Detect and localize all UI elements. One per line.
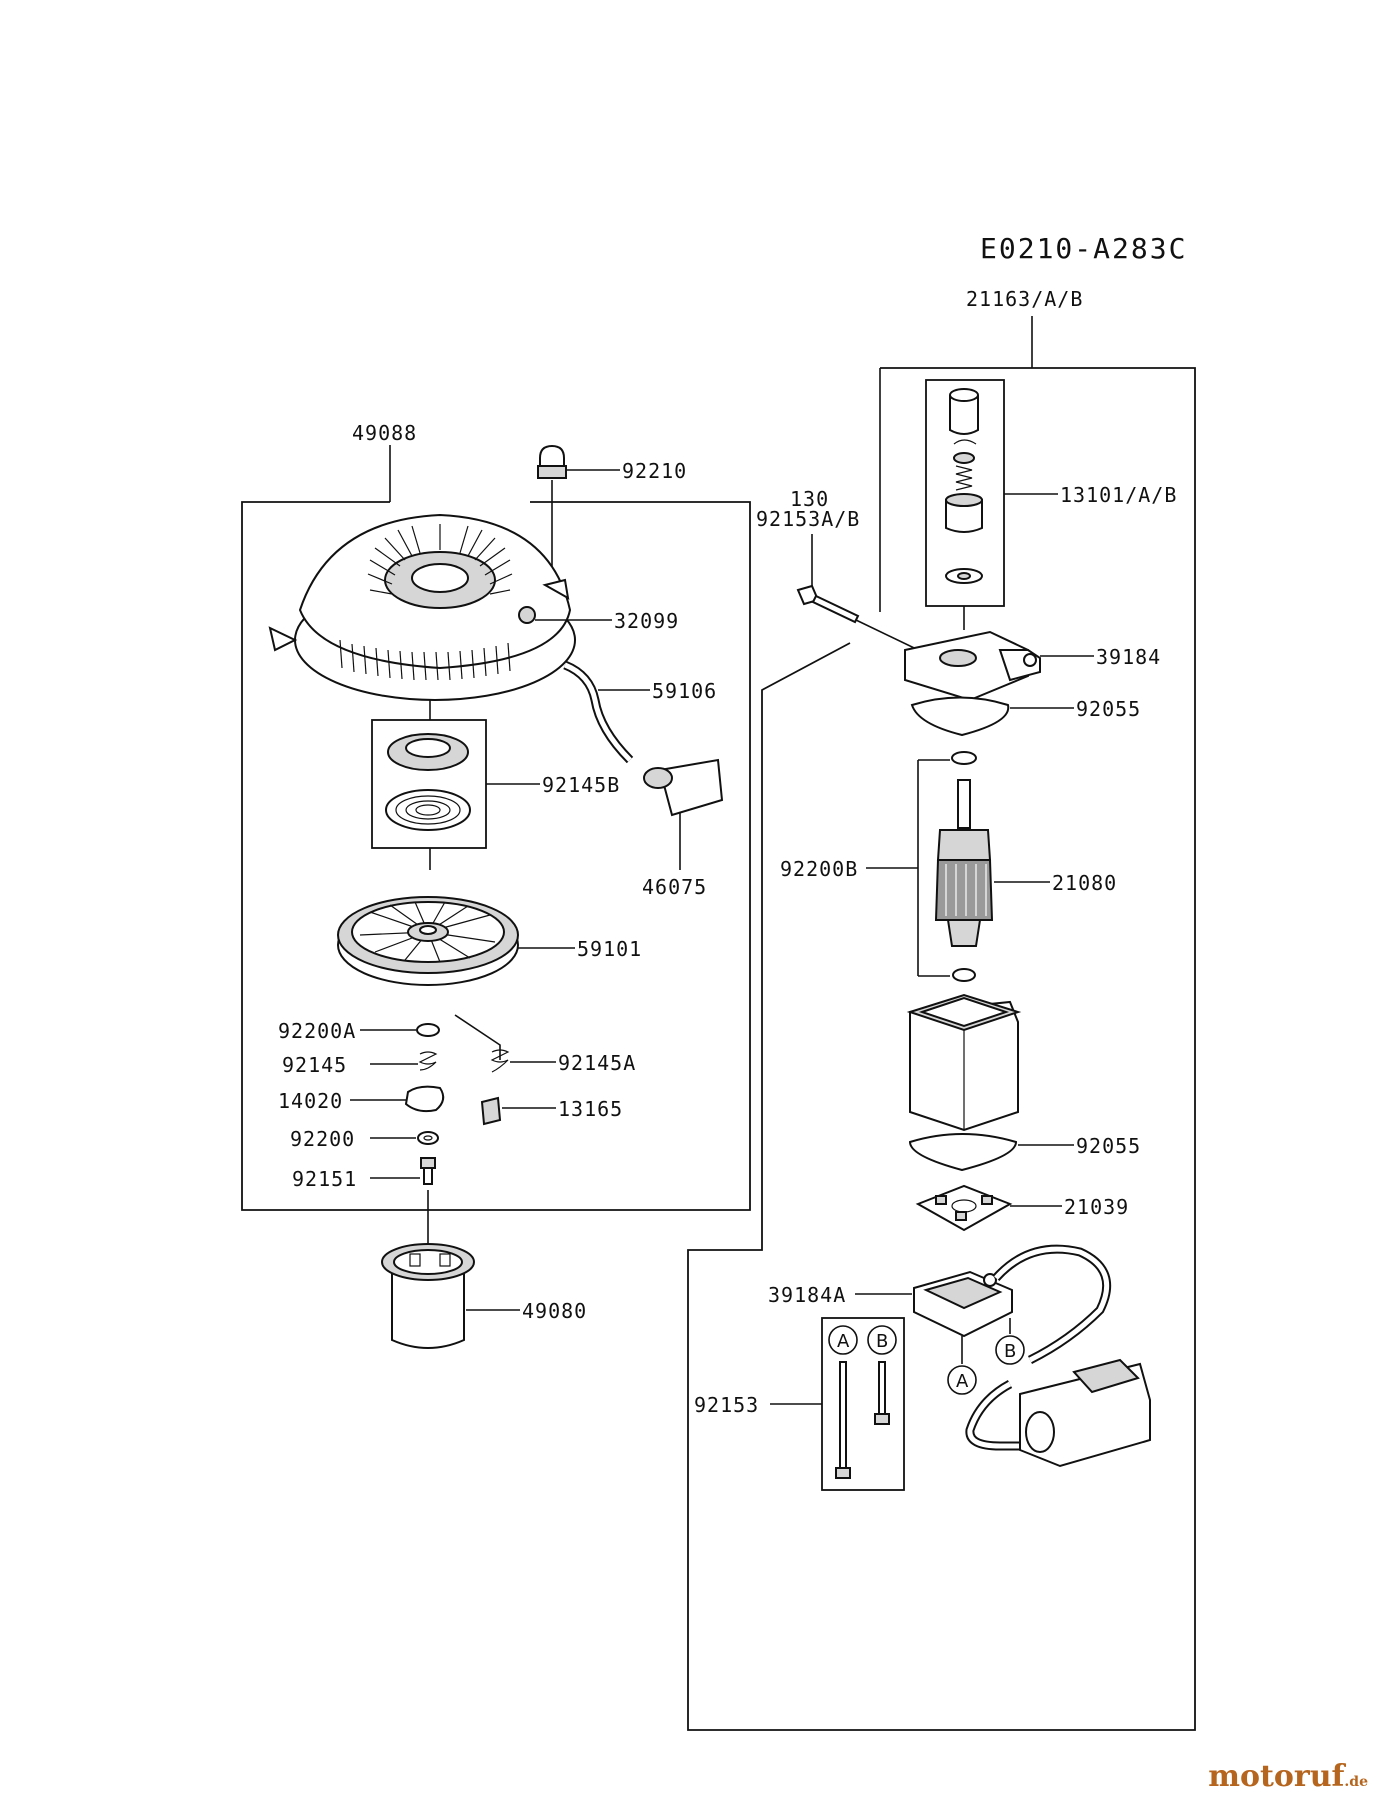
label-13165: 13165 (558, 1097, 623, 1121)
starter-cup-part (381, 1243, 475, 1349)
bolt-92151-part (420, 1157, 436, 1185)
washer-92200A-part (416, 1023, 440, 1037)
label-39184: 39184 (1096, 645, 1161, 669)
label-32099: 32099 (614, 609, 679, 633)
label-59106: 59106 (652, 679, 717, 703)
label-39184A: 39184A (768, 1283, 846, 1307)
yoke-housing-part (906, 993, 1022, 1132)
label-21039: 21039 (1064, 1195, 1129, 1219)
armature-part (934, 779, 994, 947)
label-92200A: 92200A (278, 1019, 356, 1043)
cap-nut-part (537, 444, 567, 479)
label-49088: 49088 (352, 421, 417, 445)
recoil-starter-group: 49088 92210 (241, 421, 751, 1349)
label-13101: 13101/A/B (1060, 483, 1177, 507)
label-92055-top: 92055 (1076, 697, 1141, 721)
electric-starter-group: 21163/A/B 130 92153A/B 13101/A/B (687, 287, 1196, 1731)
bolt-b-marker (867, 1325, 897, 1355)
label-92210: 92210 (622, 459, 687, 483)
pinion-assembly-part (945, 388, 983, 584)
starter-handle-part (643, 758, 724, 817)
gasket-top-part (910, 696, 1010, 737)
label-92145: 92145 (282, 1053, 347, 1077)
pulley-part (337, 896, 519, 986)
group-box-21163 (687, 367, 1196, 1731)
washer-92200-part (417, 1131, 439, 1145)
label-92200B: 92200B (780, 857, 858, 881)
label-92153: 92153 (694, 1393, 759, 1417)
brand-watermark: motoruf.de (1208, 1759, 1368, 1794)
spring-92145A-part (490, 1049, 510, 1073)
bolt-a-marker (828, 1325, 858, 1355)
bolt-a-letter: A (837, 1331, 850, 1352)
watermark-domain: .de (1344, 1774, 1368, 1790)
guide-13165-part (480, 1096, 502, 1126)
label-21080: 21080 (1052, 871, 1117, 895)
long-bolt-part (835, 1361, 851, 1479)
connector-b-marker (995, 1335, 1025, 1365)
spring-92145-part (418, 1051, 438, 1071)
rear-cover-part (913, 1270, 1013, 1338)
ratchet-14020-part (404, 1085, 445, 1113)
label-46075: 46075 (642, 875, 707, 899)
end-cover-part (904, 630, 1041, 702)
washer-armature-bottom-part (952, 968, 976, 982)
through-bolt-part (796, 584, 860, 624)
label-92145B: 92145B (542, 773, 620, 797)
label-59101: 59101 (577, 937, 642, 961)
starter-housing-part (268, 513, 576, 701)
label-130: 130 (790, 487, 829, 511)
brush-plate-part (915, 1184, 1013, 1232)
short-bolt-part (874, 1361, 890, 1425)
connector-a-marker (947, 1365, 977, 1395)
switch-box-part (1019, 1358, 1151, 1468)
diagram-code: E0210-A283C (980, 232, 1187, 265)
connector-a-letter: A (956, 1371, 969, 1392)
watermark-brand: motoruf (1208, 1759, 1345, 1794)
label-92153AB: 92153A/B (756, 507, 860, 531)
bolt-b-letter: B (876, 1331, 888, 1352)
group-box-49088 (241, 501, 751, 1211)
label-92200: 92200 (290, 1127, 355, 1151)
label-21163: 21163/A/B (966, 287, 1083, 311)
label-14020: 14020 (278, 1089, 343, 1113)
label-49080: 49080 (522, 1299, 587, 1323)
connector-b-letter: B (1004, 1341, 1016, 1362)
label-92145A: 92145A (558, 1051, 636, 1075)
label-92151: 92151 (292, 1167, 357, 1191)
washer-armature-top-part (951, 751, 977, 765)
spiral-spring-part (385, 733, 471, 831)
label-92055-bottom: 92055 (1076, 1134, 1141, 1158)
group-box-13101 (925, 379, 1005, 607)
gasket-bottom-part (908, 1133, 1018, 1172)
